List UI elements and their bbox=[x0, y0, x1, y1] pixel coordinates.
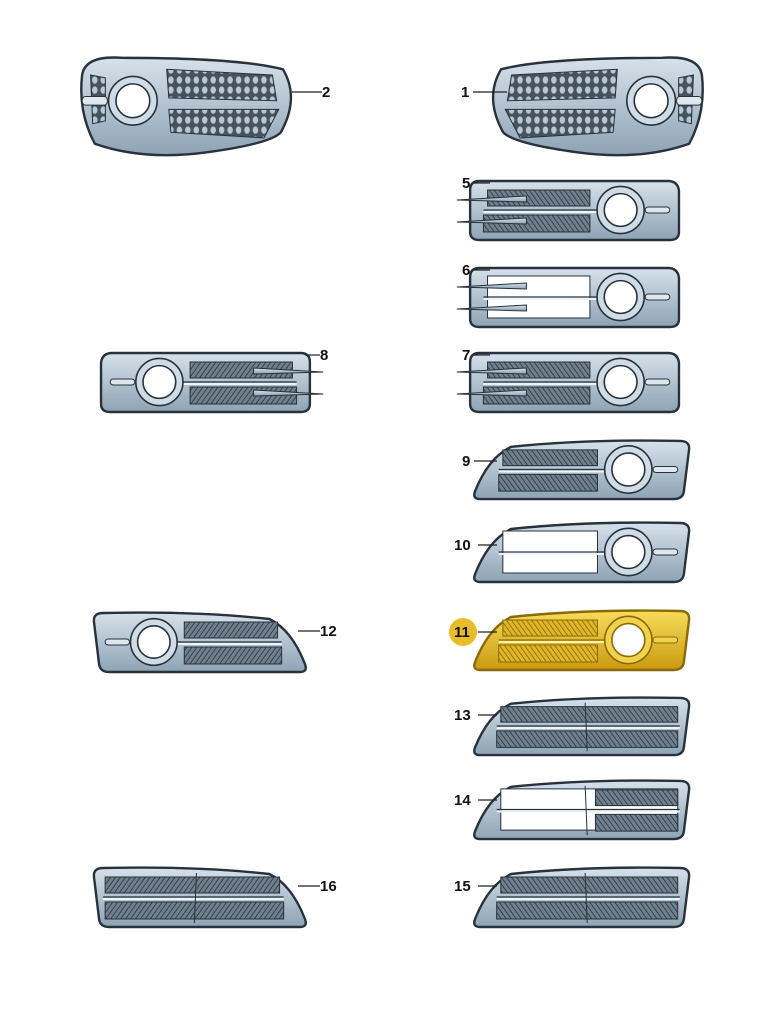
part-6[interactable]: 6 bbox=[457, 262, 679, 327]
part-11[interactable]: 11 bbox=[449, 611, 689, 670]
part-number-label: 7 bbox=[462, 347, 470, 364]
part-number-label: 6 bbox=[462, 262, 470, 279]
grille-drawing bbox=[474, 781, 689, 839]
grille-drawing bbox=[474, 611, 689, 670]
part-8[interactable]: 8 bbox=[101, 347, 328, 412]
grille-drawing bbox=[94, 868, 306, 927]
part-number-label: 5 bbox=[462, 175, 470, 192]
part-number-label: 14 bbox=[454, 792, 471, 809]
part-16[interactable]: 16 bbox=[94, 868, 337, 927]
part-13[interactable]: 13 bbox=[454, 698, 689, 756]
grille-drawing bbox=[457, 268, 679, 327]
grille-drawing bbox=[493, 58, 703, 156]
part-14[interactable]: 14 bbox=[454, 781, 689, 839]
grille-drawing bbox=[474, 868, 689, 927]
grille-drawing bbox=[474, 523, 689, 582]
part-10[interactable]: 10 bbox=[454, 523, 689, 582]
part-number-label: 1 bbox=[461, 84, 469, 101]
part-number-label: 12 bbox=[320, 623, 337, 640]
part-5[interactable]: 5 bbox=[457, 175, 679, 240]
part-number-label: 9 bbox=[462, 453, 470, 470]
grille-drawing bbox=[94, 613, 306, 672]
grille-drawing bbox=[457, 353, 679, 412]
grille-drawing bbox=[457, 181, 679, 240]
part-2[interactable]: 2 bbox=[81, 58, 330, 156]
part-number-label: 10 bbox=[454, 537, 471, 554]
part-number-label: 2 bbox=[322, 84, 330, 101]
part-9[interactable]: 9 bbox=[462, 441, 689, 499]
part-number-label: 13 bbox=[454, 707, 471, 724]
part-number-label: 16 bbox=[320, 878, 337, 895]
part-12[interactable]: 12 bbox=[94, 613, 337, 672]
grille-drawing bbox=[101, 353, 323, 412]
part-number-label: 15 bbox=[454, 878, 471, 895]
part-1[interactable]: 1 bbox=[461, 58, 703, 156]
part-15[interactable]: 15 bbox=[454, 868, 689, 927]
grille-drawing bbox=[474, 698, 689, 756]
highlight-badge bbox=[449, 618, 477, 646]
grille-drawing bbox=[81, 58, 291, 156]
part-number-label: 11 bbox=[454, 624, 470, 641]
grille-drawing bbox=[474, 441, 689, 499]
part-number-label: 8 bbox=[320, 347, 328, 364]
part-7[interactable]: 7 bbox=[457, 347, 679, 412]
